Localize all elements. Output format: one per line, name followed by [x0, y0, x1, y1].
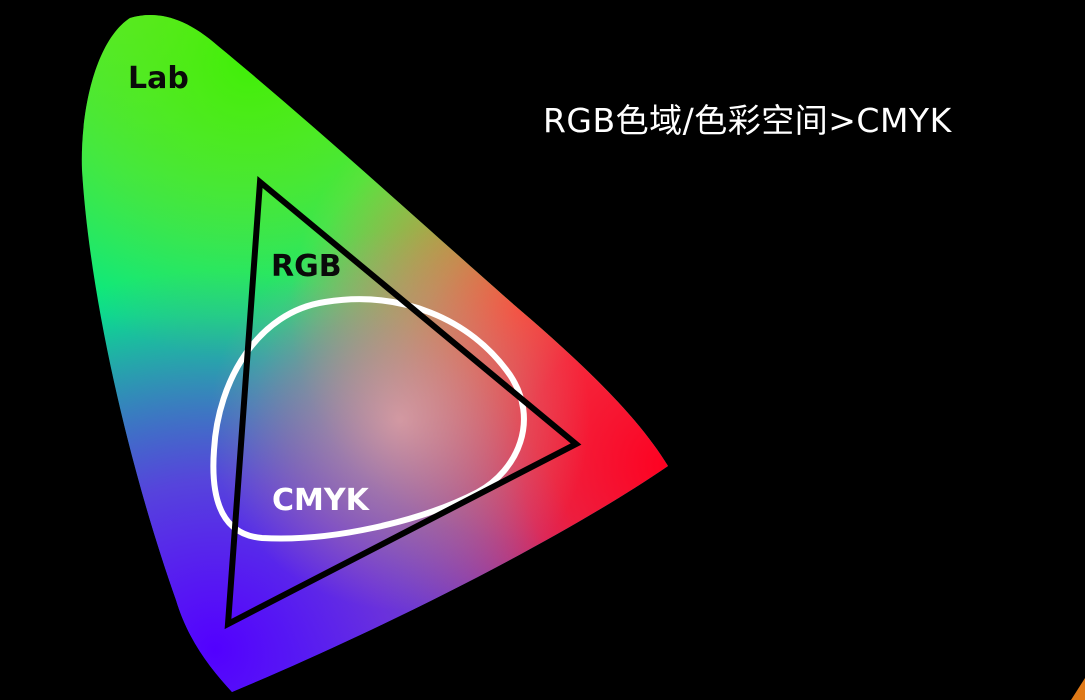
cmyk-label: CMYK — [272, 483, 371, 518]
page-title: RGB色域/色彩空间>CMYK — [543, 101, 952, 140]
corner-accent-shape — [1071, 678, 1085, 700]
rgb-gamut-triangle — [224, 175, 582, 630]
cmyk-gamut-outline — [210, 296, 527, 542]
lab-label: Lab — [128, 61, 189, 96]
rgb-label: RGB — [271, 249, 342, 284]
